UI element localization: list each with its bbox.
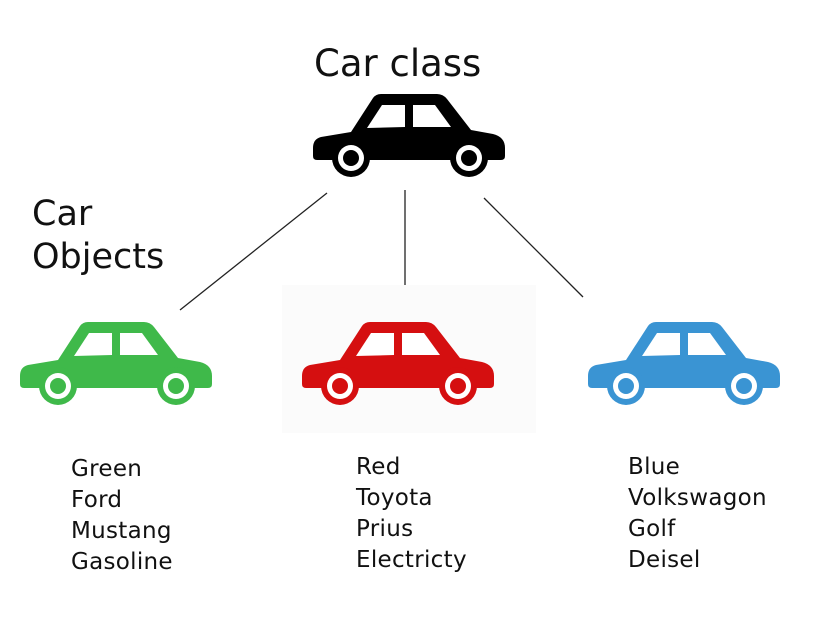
class-title: Car class: [314, 42, 482, 85]
attribute-make: Ford: [71, 487, 123, 513]
connector-line-blue: [483, 197, 584, 298]
attribute-color: Green: [71, 456, 143, 482]
car-wheels: [332, 139, 488, 177]
attribute-color: Red: [356, 454, 401, 480]
attribute-make: Volkswagon: [628, 485, 767, 511]
attribute-fuel: Gasoline: [71, 549, 173, 575]
attribute-color: Blue: [628, 454, 681, 480]
attribute-make: Toyota: [356, 485, 433, 511]
attribute-model: Golf: [628, 516, 676, 542]
objects-label-line-1: Car: [32, 194, 93, 234]
attribute-fuel: Deisel: [628, 547, 701, 573]
red-car-icon: [302, 322, 494, 405]
black-car-icon: [313, 94, 505, 177]
attribute-model: Mustang: [71, 518, 172, 544]
objects-label: Car Objects: [32, 193, 164, 279]
blue-car-icon: [588, 322, 780, 405]
connector-line-green: [179, 192, 328, 311]
objects-label-line-2: Objects: [32, 237, 165, 277]
green-car-attributes: Green Ford Mustang Gasoline: [71, 454, 173, 578]
blue-car-attributes: Blue Volkswagon Golf Deisel: [628, 452, 767, 576]
attribute-fuel: Electricty: [356, 547, 467, 573]
attribute-model: Prius: [356, 516, 414, 542]
red-car-attributes: Red Toyota Prius Electricty: [356, 452, 467, 576]
green-car-icon: [20, 322, 212, 405]
